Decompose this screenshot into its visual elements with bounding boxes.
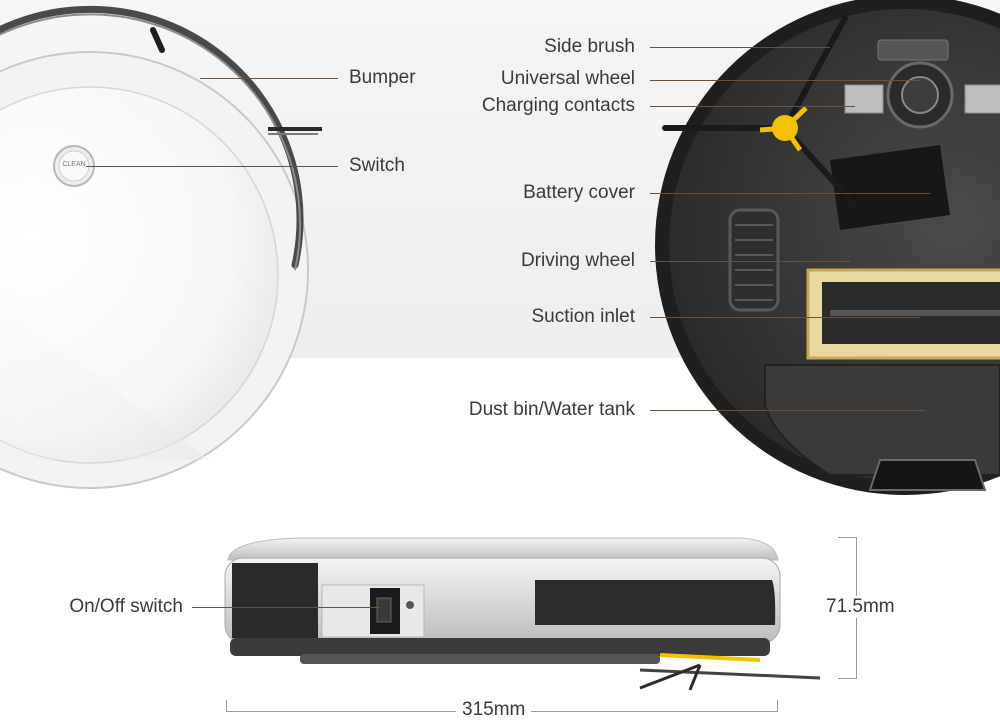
- leader-battery-cover: [650, 193, 930, 194]
- leader-switch: [86, 166, 338, 167]
- label-battery-cover: Battery cover: [523, 182, 635, 203]
- leader-side-brush: [650, 47, 830, 48]
- leader-driving-wheel: [650, 261, 850, 262]
- label-dust-bin: Dust bin/Water tank: [468, 399, 635, 420]
- label-side-brush: Side brush: [544, 36, 635, 57]
- label-charging-contacts: Charging contacts: [481, 95, 635, 116]
- width-dimension-tick-right: [777, 700, 778, 712]
- label-universal-wheel: Universal wheel: [500, 68, 635, 89]
- leader-dust-bin: [650, 410, 925, 411]
- label-driving-wheel: Driving wheel: [520, 250, 635, 271]
- width-dimension-value: 315mm: [456, 699, 532, 720]
- label-suction-inlet: Suction inlet: [531, 306, 635, 327]
- height-dimension-value: 71.5mm: [820, 596, 901, 618]
- width-dimension-tick-left: [226, 700, 227, 712]
- label-onoff-switch: On/Off switch: [69, 596, 183, 617]
- side-brush-shape: [662, 15, 858, 208]
- leader-suction-inlet: [650, 317, 920, 318]
- height-dimension-tick-top: [838, 537, 857, 538]
- height-dimension-tick-bottom: [838, 678, 857, 679]
- label-bumper: Bumper: [349, 67, 416, 88]
- leader-universal-wheel: [650, 80, 920, 81]
- leader-charging-contacts: [650, 106, 855, 107]
- leader-bumper: [200, 78, 338, 79]
- label-switch: Switch: [349, 155, 405, 176]
- clean-button-text: CLEAN: [62, 161, 86, 168]
- leader-onoff-switch: [192, 607, 380, 608]
